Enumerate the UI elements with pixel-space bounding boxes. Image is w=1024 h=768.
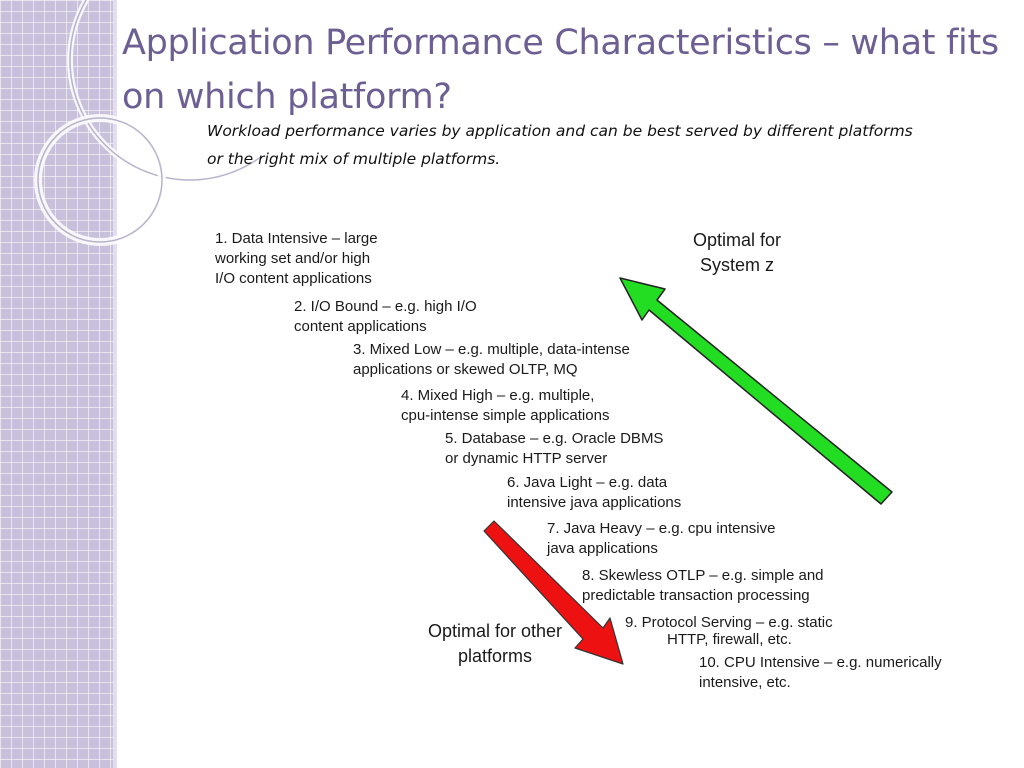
decorative-circles: [34, 0, 260, 246]
slide-title: Application Performance Characteristics …: [122, 23, 999, 117]
workload-item-10: 10. CPU Intensive – e.g. numerically int…: [699, 654, 942, 691]
down-arrow-other-platforms: [483, 520, 624, 665]
workload-item-4: 4. Mixed High – e.g. multiple, cpu-inten…: [401, 387, 610, 424]
workload-item-9: 9. Protocol Serving – e.g. static HTTP, …: [625, 614, 833, 648]
up-arrow-system-z: [619, 277, 893, 505]
workload-item-2: 2. I/O Bound – e.g. high I/O content app…: [294, 298, 477, 335]
workload-item-7: 7. Java Heavy – e.g. cpu intensive java …: [547, 520, 776, 557]
workload-item-5: 5. Database – e.g. Oracle DBMS or dynami…: [445, 430, 664, 467]
workload-item-1: 1. Data Intensive – large working set an…: [215, 230, 378, 287]
workload-item-8: 8. Skewless OTLP – e.g. simple and predi…: [582, 567, 824, 604]
label-optimal-system-z: Optimal for System z: [692, 230, 782, 275]
workload-item-3: 3. Mixed Low – e.g. multiple, data-inten…: [353, 341, 630, 378]
label-optimal-other-platforms: Optimal for other platforms: [427, 621, 563, 666]
side-panel-edge: [113, 0, 117, 768]
workload-item-6: 6. Java Light – e.g. data intensive java…: [507, 474, 682, 511]
slide-subtitle: Workload performance varies by applicati…: [207, 122, 913, 168]
